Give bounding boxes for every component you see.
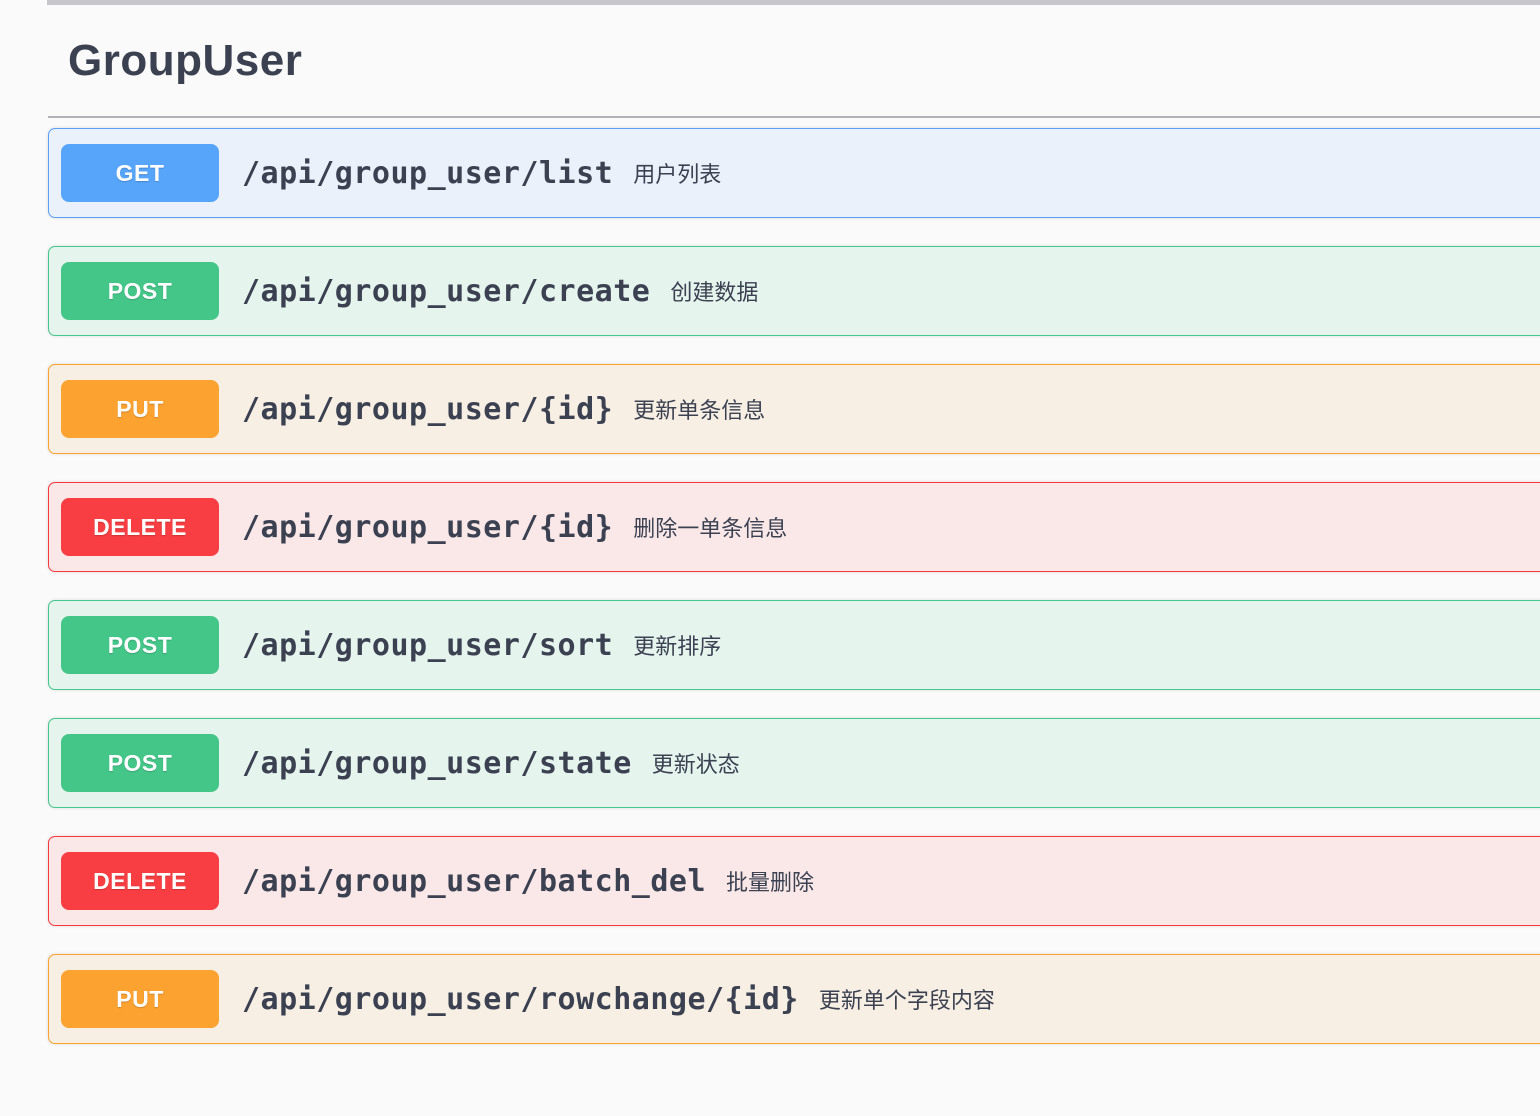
- endpoint-row[interactable]: PUT /api/group_user/rowchange/{id} 更新单个字…: [48, 954, 1540, 1044]
- endpoint-row[interactable]: POST /api/group_user/state 更新状态: [48, 718, 1540, 808]
- endpoint-list: GET /api/group_user/list 用户列表 POST /api/…: [48, 128, 1540, 1044]
- section-top-divider: [47, 0, 1540, 5]
- endpoint-row[interactable]: POST /api/group_user/create 创建数据: [48, 246, 1540, 336]
- endpoint-path: /api/group_user/rowchange/{id}: [242, 981, 799, 1017]
- endpoint-path: /api/group_user/{id}: [242, 509, 614, 545]
- endpoint-row[interactable]: DELETE /api/group_user/{id} 删除一单条信息: [48, 482, 1540, 572]
- endpoint-path: /api/group_user/batch_del: [242, 863, 707, 899]
- endpoint-description: 更新单条信息: [633, 398, 766, 423]
- endpoint-row[interactable]: POST /api/group_user/sort 更新排序: [48, 600, 1540, 690]
- endpoint-description: 创建数据: [670, 280, 759, 305]
- endpoint-description: 删除一单条信息: [633, 516, 788, 541]
- endpoint-description: 更新单个字段内容: [818, 988, 995, 1013]
- endpoint-path: /api/group_user/create: [242, 273, 651, 309]
- endpoint-description: 用户列表: [633, 162, 722, 187]
- method-badge: DELETE: [61, 852, 219, 910]
- endpoint-description: 更新状态: [651, 752, 740, 777]
- method-badge: PUT: [61, 380, 219, 438]
- endpoint-description: 更新排序: [633, 634, 722, 659]
- endpoint-path: /api/group_user/state: [242, 745, 632, 781]
- endpoint-description: 批量删除: [726, 870, 815, 895]
- endpoint-row[interactable]: GET /api/group_user/list 用户列表: [48, 128, 1540, 218]
- method-badge: GET: [61, 144, 219, 202]
- endpoint-path: /api/group_user/sort: [242, 627, 614, 663]
- endpoint-row[interactable]: PUT /api/group_user/{id} 更新单条信息: [48, 364, 1540, 454]
- endpoint-path: /api/group_user/{id}: [242, 391, 614, 427]
- method-badge: POST: [61, 262, 219, 320]
- endpoint-row[interactable]: DELETE /api/group_user/batch_del 批量删除: [48, 836, 1540, 926]
- method-badge: POST: [61, 734, 219, 792]
- page-title: GroupUser: [68, 36, 303, 85]
- api-section: GroupUser GET /api/group_user/list 用户列表 …: [48, 36, 1540, 1044]
- title-divider: [48, 116, 1540, 118]
- endpoint-path: /api/group_user/list: [242, 155, 614, 191]
- method-badge: DELETE: [61, 498, 219, 556]
- method-badge: PUT: [61, 970, 219, 1028]
- method-badge: POST: [61, 616, 219, 674]
